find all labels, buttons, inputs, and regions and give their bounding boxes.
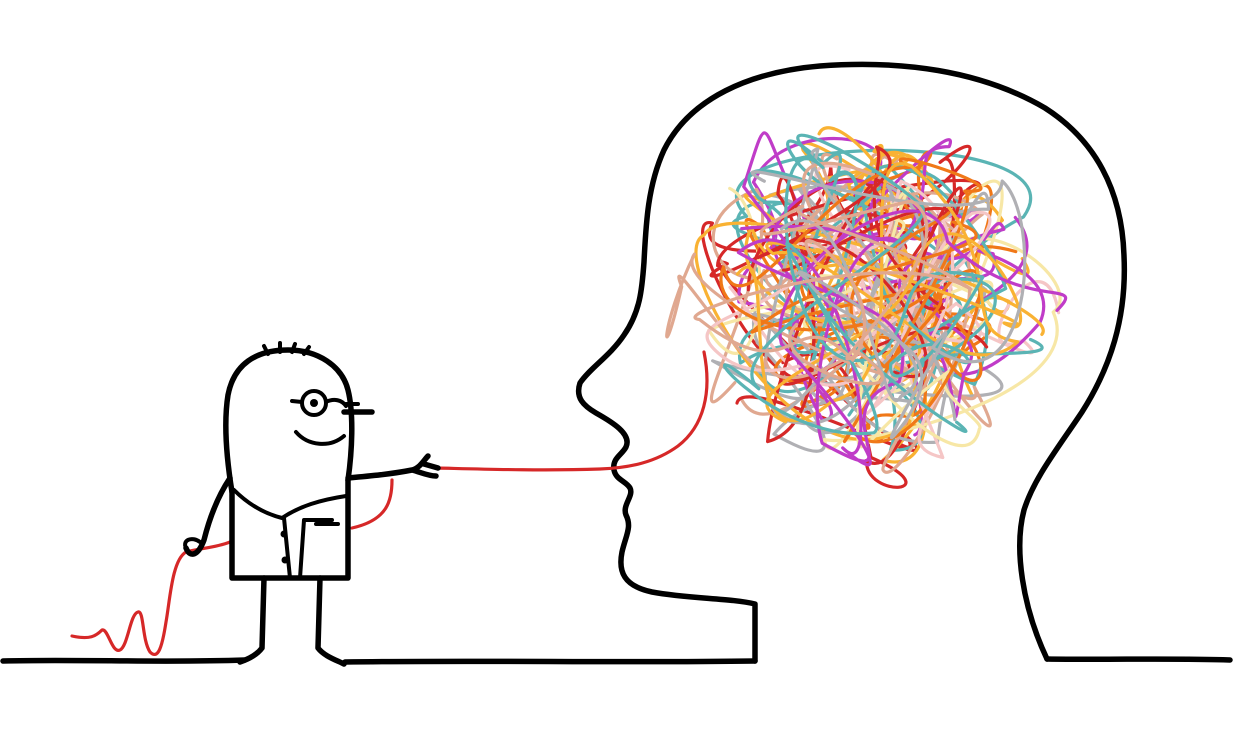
- scientist-left-arm: [183, 475, 233, 557]
- head-silhouette: [575, 61, 1128, 664]
- ground-line: [0, 656, 1233, 665]
- scribble-strand: [786, 139, 1044, 370]
- scribble-strand: [751, 170, 1027, 440]
- scribble-strand: [693, 199, 973, 386]
- scribble-strand: [735, 162, 1023, 424]
- scientist-left-hand: [183, 537, 202, 550]
- glasses-frame: [290, 397, 360, 408]
- scientist-smile: [294, 430, 346, 446]
- scientist-hair: [262, 341, 311, 356]
- tangled-scribble: [665, 126, 1068, 489]
- pulled-thread: [435, 350, 709, 472]
- trailing-thread: [70, 478, 394, 656]
- scribble-strand: [723, 133, 985, 436]
- lab-coat-collar: [232, 488, 348, 580]
- coat-button: [281, 556, 289, 564]
- scribble-strand: [719, 157, 983, 444]
- scribble-strand: [756, 145, 963, 379]
- scribble-strand: [705, 179, 992, 415]
- scientist-head: [223, 347, 355, 495]
- coat-button: [280, 530, 288, 538]
- scientist-figure: [183, 341, 441, 667]
- eye-pupil: [310, 399, 318, 407]
- scribble-strand: [736, 209, 1068, 467]
- scientist-legs: [237, 575, 347, 667]
- scribble-strand: [763, 147, 991, 434]
- scientist-right-arm: [345, 453, 441, 481]
